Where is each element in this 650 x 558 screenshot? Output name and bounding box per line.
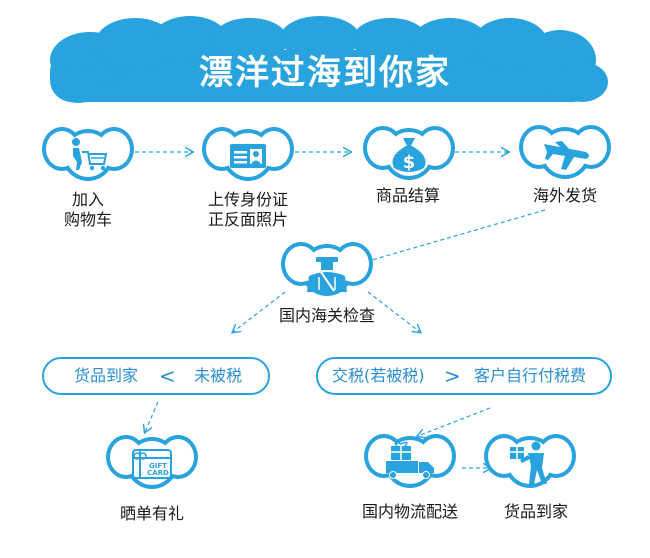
money-bag-icon: $ xyxy=(392,138,426,173)
step-overseas-ship-label: 海外发货 xyxy=(515,186,615,206)
page-title: 漂洋过海到你家 xyxy=(199,53,451,93)
shopping-cart-icon xyxy=(72,138,108,171)
step-cart-label-line-2: 购物车 xyxy=(63,210,112,229)
step-delivered-label-line-1: 货品到家 xyxy=(503,502,568,521)
gift-card-icon: GIFT CARD xyxy=(132,449,172,479)
branch-taxed-symbol: > xyxy=(444,364,461,388)
branch-untaxed-symbol: < xyxy=(159,364,176,388)
step-gift-label-line-1: 晒单有礼 xyxy=(119,504,184,523)
step-logistics-label: 国内物流配送 xyxy=(350,502,470,522)
branch-taxed-pill: 交税(若被税) > 客户自行付税费 xyxy=(316,357,612,395)
step-logistics-label-line-1: 国内物流配送 xyxy=(361,502,458,521)
step-overseas-ship-label-line-1: 海外发货 xyxy=(532,186,597,205)
step-delivered-label: 货品到家 xyxy=(486,502,586,522)
svg-text:$: $ xyxy=(403,152,416,173)
airplane-icon xyxy=(544,141,589,170)
step-cart-label: 加入 购物车 xyxy=(40,190,136,230)
step-checkout-label-line-1: 商品结算 xyxy=(375,186,440,205)
branch-taxed-left-text: 交税(若被税) xyxy=(332,366,425,385)
step-gift-label: 晒单有礼 xyxy=(100,504,204,524)
gift-card-text-2: CARD xyxy=(147,469,169,477)
step-upload-id-label-line-2: 正反面照片 xyxy=(207,210,288,229)
branch-untaxed-left-text: 货品到家 xyxy=(74,366,139,385)
id-card-icon xyxy=(230,144,266,168)
title-cloud xyxy=(50,16,608,103)
gift-card-text-1: GIFT xyxy=(149,462,167,470)
delivery-truck-icon xyxy=(386,441,434,479)
branch-untaxed-pill: 货品到家 < 未被税 xyxy=(42,357,270,395)
step-cart-label-line-1: 加入 xyxy=(71,190,104,209)
connectors xyxy=(135,152,546,468)
step-upload-id-label: 上传身份证 正反面照片 xyxy=(195,190,301,230)
step-checkout-label: 商品结算 xyxy=(358,186,458,206)
step-customs-label: 国内海关检查 xyxy=(262,306,392,326)
branch-taxed-right-text: 客户自行付税费 xyxy=(474,366,587,385)
delivery-person-icon xyxy=(510,441,547,484)
step-customs-label-line-1: 国内海关检查 xyxy=(278,306,375,325)
step-upload-id-label-line-1: 上传身份证 xyxy=(207,190,288,209)
customs-officer-icon xyxy=(307,257,347,292)
branch-untaxed-right-text: 未被税 xyxy=(194,366,243,385)
